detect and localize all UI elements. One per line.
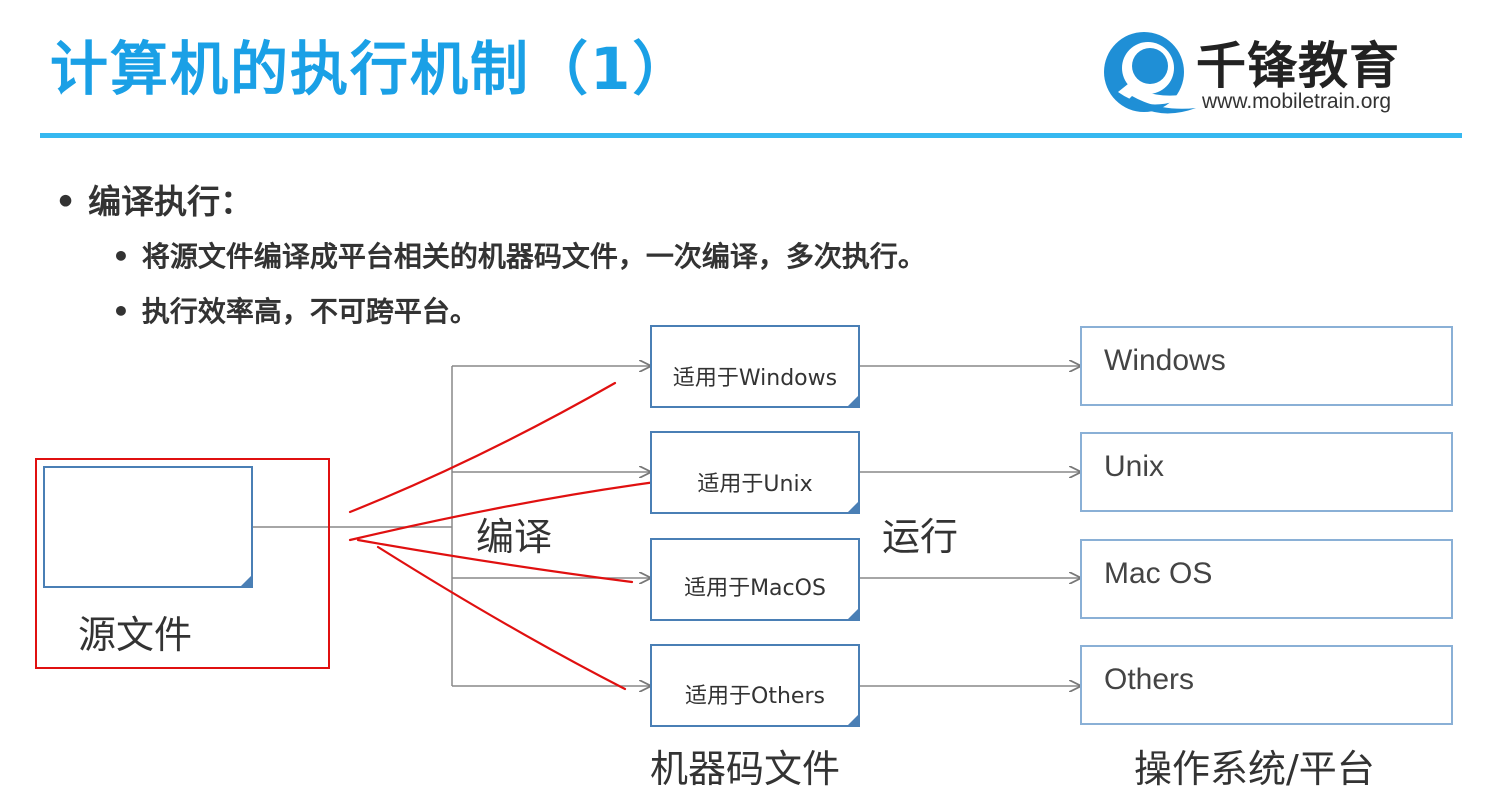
machine-file-others-label: 适用于Others bbox=[685, 684, 825, 709]
logo-url: www.mobiletrain.org bbox=[1202, 90, 1392, 113]
logo-name: 千锋教育 bbox=[1196, 37, 1400, 95]
page-title: 计算机的执行机制（1） bbox=[50, 35, 693, 103]
machine-file-unix-label: 适用于Unix bbox=[697, 472, 813, 497]
bullet-main: •编译执行： bbox=[55, 182, 254, 221]
machine-file-unix: 适用于Unix bbox=[650, 431, 860, 514]
source-file-box bbox=[43, 466, 253, 588]
platform-unix: Unix bbox=[1080, 432, 1453, 512]
red-stroke-others bbox=[376, 545, 627, 691]
machine-code-label: 机器码文件 bbox=[650, 747, 841, 791]
bullet-sub-1-text: 将源文件编译成平台相关的机器码文件，一次编译，多次执行。 bbox=[141, 240, 926, 273]
machine-file-others: 适用于Others bbox=[650, 644, 860, 727]
platform-unix-label: Unix bbox=[1104, 450, 1165, 483]
source-highlight-box bbox=[35, 458, 330, 669]
title-divider bbox=[40, 133, 1462, 138]
platform-windows-label: Windows bbox=[1104, 344, 1226, 377]
platform-macos: Mac OS bbox=[1080, 539, 1453, 619]
brand-logo: 千锋教育 www.mobiletrain.org bbox=[1098, 22, 1478, 122]
red-stroke-macos bbox=[356, 538, 634, 584]
run-label: 运行 bbox=[882, 515, 959, 559]
os-platform-label: 操作系统/平台 bbox=[1134, 747, 1375, 791]
machine-file-windows: 适用于Windows bbox=[650, 325, 860, 408]
machine-file-macos-label: 适用于MacOS bbox=[684, 576, 826, 601]
red-stroke-windows bbox=[348, 381, 617, 514]
bullet-sub-2: •执行效率高，不可跨平台。 bbox=[112, 295, 478, 328]
bullet-sub-1: •将源文件编译成平台相关的机器码文件，一次编译，多次执行。 bbox=[112, 240, 926, 273]
platform-windows: Windows bbox=[1080, 326, 1453, 406]
bullet-main-text: 编译执行： bbox=[88, 182, 254, 221]
machine-file-windows-label: 适用于Windows bbox=[672, 366, 838, 391]
compile-label: 编译 bbox=[476, 515, 553, 559]
source-file-label: 源文件 bbox=[78, 613, 193, 657]
bullet-sub-2-text: 执行效率高，不可跨平台。 bbox=[141, 295, 478, 328]
red-stroke-unix bbox=[348, 479, 665, 542]
platform-macos-label: Mac OS bbox=[1104, 557, 1213, 590]
platform-others: Others bbox=[1080, 645, 1453, 725]
platform-others-label: Others bbox=[1104, 663, 1195, 696]
logo-swirl-icon bbox=[1104, 32, 1196, 114]
machine-file-macos: 适用于MacOS bbox=[650, 538, 860, 621]
